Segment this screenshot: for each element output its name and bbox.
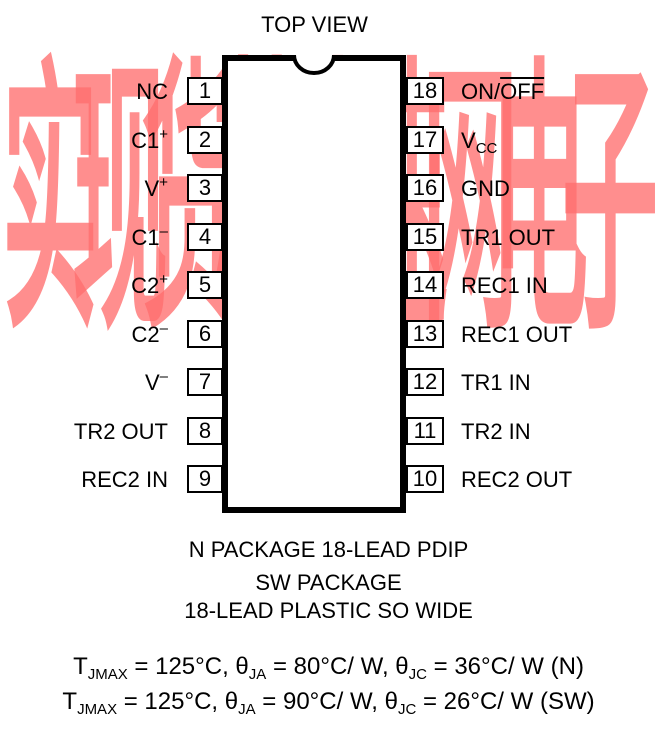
pin-label-text: ON/: [461, 79, 501, 104]
pin-number: 10: [406, 465, 444, 493]
pin-label-text: C2: [131, 321, 160, 347]
pin-number: 7: [187, 368, 223, 396]
pin-label: ON/OFF: [461, 78, 544, 106]
pin-label-sup: +: [159, 174, 168, 191]
pin-label: TR1 OUT: [461, 224, 555, 252]
pin-label-sup: –: [159, 368, 168, 385]
package-caption-n: N PACKAGE 18-LEAD PDIP: [188, 537, 469, 562]
pin-label-text: TR1 IN: [461, 370, 531, 395]
pin-label: C1+: [8, 127, 168, 155]
thermal-ja-val: = 90°C/ W,: [255, 688, 385, 715]
pin-label-text: REC1 IN: [461, 273, 548, 298]
watermark-char: 子: [562, 34, 657, 370]
pin-label-text: NC: [136, 79, 168, 104]
package-caption-sw: SW PACKAGE: [255, 570, 402, 595]
thermal-ja: θ: [224, 688, 239, 715]
pin-number: 18: [406, 77, 444, 105]
pin-label-sup: –: [159, 319, 168, 337]
thermal-jc-sub: JC: [397, 701, 417, 718]
thermal-jc: θ: [384, 688, 398, 715]
pin-label: REC1 IN: [461, 272, 548, 300]
pin-label-text: TR2 IN: [461, 418, 531, 444]
watermark-char: 实: [2, 34, 98, 370]
thermal-t: T: [73, 653, 88, 680]
pin1-notch: [292, 54, 336, 75]
thermal-line: TJMAX = 125°C, θJA = 90°C/ W, θJC = 26°C…: [0, 687, 657, 717]
pin-label-text: C1: [131, 224, 160, 250]
pin-label: NC: [8, 78, 168, 106]
pin-number: 2: [187, 125, 223, 154]
thermal-jc-val: = 36°C/ W (N): [426, 653, 584, 680]
pin-label: TR2 OUT: [8, 418, 168, 446]
thermal-jc: θ: [395, 653, 409, 680]
pin-number: 15: [406, 222, 444, 251]
thermal-ja-val: = 80°C/ W,: [266, 653, 396, 680]
pin-number: 11: [406, 416, 444, 445]
thermal-t: T: [62, 688, 78, 715]
ic-package-body: [222, 55, 406, 513]
thermal-t-sub: JMAX: [87, 666, 128, 683]
watermark-char: 电: [492, 34, 588, 370]
pin-number: 12: [406, 368, 444, 396]
package-caption-so-wide: 18-LEAD PLASTIC SO WIDE: [184, 598, 473, 623]
pin-label-overline: OFF: [500, 79, 545, 104]
thermal-t-sub: JMAX: [77, 701, 118, 718]
pin-label: C1–: [8, 224, 168, 252]
pin-label-text: TR2 OUT: [73, 418, 168, 444]
pin-label-sup: –: [159, 222, 168, 240]
pin-number: 3: [187, 174, 223, 202]
watermark-char: 现: [72, 34, 168, 370]
pin-number: 9: [187, 465, 223, 493]
pin-label: GND: [461, 175, 510, 203]
pin-label-text: C2: [131, 273, 160, 298]
pin-label: TR2 IN: [461, 418, 531, 446]
pin-number: 4: [187, 222, 223, 251]
thermal-jc-sub: JC: [408, 666, 427, 683]
pin-number: 13: [406, 319, 444, 348]
pin-label-text: C1: [131, 127, 160, 153]
pin-number: 17: [406, 125, 444, 154]
pin-number: 1: [187, 77, 223, 105]
thermal-t-val: = 125°C,: [117, 688, 225, 715]
thermal-jc-val: = 26°C/ W (SW): [416, 688, 595, 715]
pin-number: 16: [406, 174, 444, 202]
thermal-ja-sub: JA: [248, 666, 267, 683]
pin-label: V+: [8, 175, 168, 203]
pin-label: TR1 IN: [461, 369, 531, 397]
thermal-ja: θ: [235, 653, 249, 680]
pin-label: REC2 IN: [8, 466, 168, 494]
pin-label-text: V: [144, 176, 160, 201]
pin-number: 6: [187, 319, 223, 348]
pin-label-text: V: [144, 370, 160, 395]
pin-label-text: V: [461, 127, 476, 153]
pin-label-text: GND: [461, 176, 510, 201]
pin-label-text: REC2 IN: [81, 467, 168, 492]
pin-number: 5: [187, 271, 223, 299]
pin-label: C2+: [8, 272, 168, 300]
pin-number: 14: [406, 271, 444, 299]
pin-label: REC1 OUT: [461, 321, 572, 349]
pin-label: VCC: [461, 127, 498, 157]
pin-label-sub: CC: [475, 139, 498, 157]
pin-number: 8: [187, 416, 223, 445]
pin-label-text: TR1 OUT: [461, 224, 556, 250]
pin-label-text: REC1 OUT: [461, 321, 573, 347]
pin-label: C2–: [8, 321, 168, 349]
thermal-ja-sub: JA: [238, 701, 256, 718]
pin-label: REC2 OUT: [461, 466, 572, 494]
pin-label-text: REC2 OUT: [461, 467, 573, 492]
pin-label-sup: +: [159, 125, 168, 143]
pin-label: V–: [8, 369, 168, 397]
top-view-label: TOP VIEW: [261, 12, 368, 37]
thermal-line: TJMAX = 125°C, θJA = 80°C/ W, θJC = 36°C…: [0, 652, 657, 682]
pin-label-sup: +: [159, 271, 168, 288]
thermal-t-val: = 125°C,: [127, 653, 236, 680]
